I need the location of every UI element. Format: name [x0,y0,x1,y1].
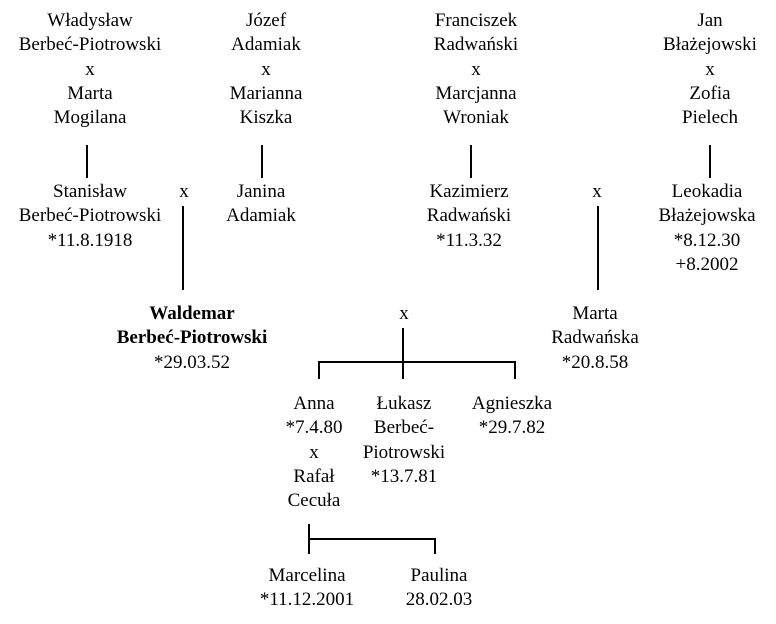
child-line [402,361,404,379]
marriage-marker: x [261,58,271,80]
descent-line [261,145,263,178]
person-surname: Berbeć-Piotrowski [18,205,162,227]
person-surname: Błażejowska [658,205,756,227]
person-name: Józef [245,10,287,31]
birth-date: *7.4.80 [285,417,343,439]
person-name: Waldemar [149,303,235,324]
person-surname: Radwańska [551,327,639,349]
person-name: Kazimierz [429,181,509,202]
person-surname: Adamiak [226,205,296,227]
person-name: Władysław [47,10,133,31]
descent-line [470,145,472,178]
ancestor-couple-blazejowski: Jan Błażejowski x Zofia Pielech [663,9,757,130]
birth-date: *11.3.32 [436,229,502,251]
marriage-marker: x [85,58,95,80]
birth-date: *8.12.30 [673,229,741,251]
person-name: Marta [572,303,618,324]
person-surname: Radwański [426,205,512,227]
descent-line [86,145,88,178]
person-surname: Adamiak [231,34,301,56]
spouse-name: Marcjanna [435,82,517,104]
spouse-surname: Cecuła [287,490,341,512]
person-name: Janina [236,181,286,202]
birth-date: *11.8.1918 [47,229,133,251]
death-date: +8.2002 [675,253,739,275]
ancestor-couple-radwanski: Franciszek Radwański x Marcjanna Wroniak [434,9,518,130]
person-name: Jan [697,10,723,31]
spouse-surname: Wroniak [443,107,509,129]
spouse-surname: Kiszka [239,107,293,129]
person-name: Leokadia [671,181,743,202]
person-surname: Berbeć-Piotrowski [18,34,162,56]
birth-date: *29.7.82 [478,417,546,439]
person-surname: Berbeć- [373,417,435,439]
person-paulina: Paulina 28.02.03 [406,564,473,613]
marriage-marker: x [592,181,602,202]
descent-line [597,206,599,290]
person-leokadia: Leokadia Błażejowska *8.12.30 +8.2002 [658,180,755,277]
person-marcelina: Marcelina *11.12.2001 [260,564,354,613]
birth-date: *11.12.2001 [259,589,355,611]
person-surname: Błażejowski [663,34,757,56]
person-surname: Radwański [433,34,519,56]
spouse-surname: Mogilana [53,107,127,129]
sibling-bar [318,361,516,363]
spouse-name: Rafał [293,465,335,487]
marriage-marker: x [179,181,189,202]
person-name: Paulina [410,565,468,586]
child-line [514,361,516,379]
person-name: Agnieszka [471,393,553,414]
person-anna: Anna *7.4.80 x Rafał Cecuła [286,392,343,513]
child-line [318,361,320,379]
birth-date: 28.02.03 [405,589,473,611]
marriage-marker: x [471,58,481,80]
descent-line [182,206,184,290]
person-name: Anna [293,393,335,414]
descent-line [402,328,404,362]
birth-date: *20.8.58 [561,351,629,373]
spouse-name: Zofia [689,82,731,104]
person-name: Stanisław [53,181,127,202]
person-stanislaw: Stanisław Berbeć-Piotrowski *11.8.1918 [19,180,161,253]
ancestor-couple-adamiak: Józef Adamiak x Marianna Kiszka [230,9,303,130]
descent-line [709,145,711,178]
marriage-marker: x [309,441,319,463]
child-line [434,538,436,554]
spouse-name: Marianna [229,82,303,104]
spouse-name: Marta [67,82,113,104]
person-name: Marcelina [268,565,346,586]
person-surname: Berbeć-Piotrowski [116,327,268,349]
person-name: Łukasz [376,393,432,414]
person-kazimierz: Kazimierz Radwański *11.3.32 [427,180,511,253]
person-surname-cont: Piotrowski [362,441,446,463]
sibling-bar [308,538,436,540]
birth-date: *29.03.52 [154,351,230,373]
person-janina: Janina Adamiak [226,180,296,229]
person-agnieszka: Agnieszka *29.7.82 [472,392,552,441]
person-waldemar: Waldemar Berbeć-Piotrowski *29.03.52 [117,302,268,375]
marriage-marker: x [705,58,715,80]
person-lukasz: Łukasz Berbeć- Piotrowski *13.7.81 [363,392,445,489]
person-marta: Marta Radwańska *20.8.58 [551,302,639,375]
birth-date: *13.7.81 [370,465,438,487]
person-name: Franciszek [434,10,518,31]
ancestor-couple-berbec-piotrowski: Władysław Berbeć-Piotrowski x Marta Mogi… [19,9,161,130]
spouse-surname: Pielech [682,107,738,129]
marriage-marker: x [399,303,409,324]
